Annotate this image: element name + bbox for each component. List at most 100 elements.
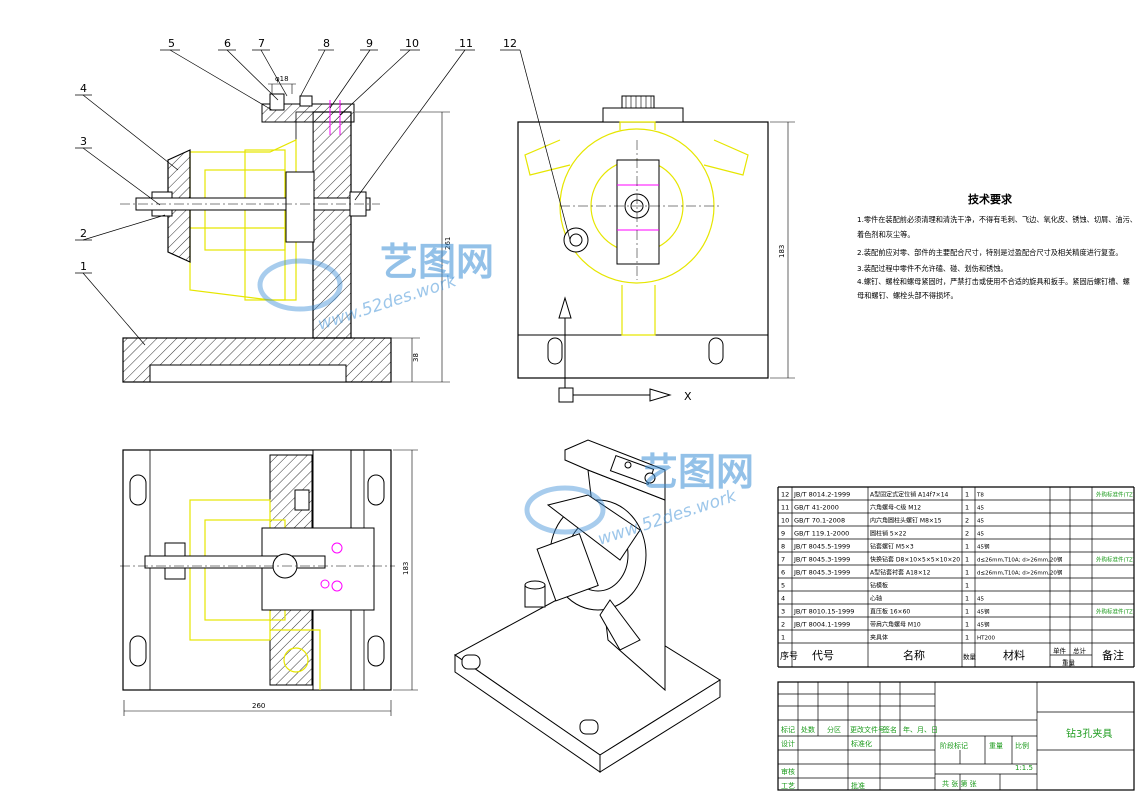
bom-qty: 1 — [965, 608, 969, 616]
bom-name: 快换钻套 D8×10×5×5×10×20 — [870, 556, 960, 564]
bom-note: 外购标准件(TZ) — [1096, 556, 1135, 564]
bom-qty: 1 — [965, 595, 969, 603]
bom-mat: T8 — [976, 493, 984, 499]
dim-front-base: 38 — [412, 353, 420, 362]
callout-9: 9 — [366, 37, 373, 50]
bom-qty: 1 — [965, 504, 969, 512]
isometric-view — [454, 439, 721, 773]
bom-qty: 1 — [965, 634, 969, 642]
bom-hdr-qty: 数量 — [963, 652, 977, 661]
tb-scale: 比例 — [1015, 741, 1029, 750]
tech-line-6: 母和螺钉、螺栓头部不得损坏。 — [857, 291, 958, 300]
bom-name: A型钻套衬套 A18×12 — [870, 569, 931, 577]
tb-scale-val: 1:1.5 — [1015, 764, 1033, 772]
bom-mat: d≤26mm,T10A; d>26mm,20钢 — [977, 569, 1063, 577]
bom-name: 带肩六角螺母 M10 — [870, 621, 921, 629]
bom-qty: 1 — [965, 491, 969, 499]
dim-top-height: 183 — [402, 562, 410, 575]
dim-side: 183 — [778, 245, 786, 258]
callout-3: 3 — [80, 135, 87, 148]
tb-weight: 重量 — [989, 742, 1003, 750]
bom-code: JB/T 8045.5-1999 — [793, 543, 850, 551]
callout-6: 6 — [224, 37, 231, 50]
tech-title: 技术要求 — [968, 192, 1013, 206]
bom-hdr-mat: 材料 — [1003, 648, 1025, 662]
callout-12: 12 — [503, 37, 517, 50]
bom-mat: 45 — [977, 532, 984, 538]
bom-hdr-total: 总计 — [1073, 646, 1087, 655]
bom-no: 6 — [781, 569, 785, 577]
dim-phi: φ18 — [275, 75, 289, 83]
bom-mat: 45 — [977, 597, 984, 603]
bom-no: 5 — [781, 582, 785, 590]
bom-name: 内六角圆柱头螺钉 M8×15 — [870, 517, 942, 525]
bom-name: 直压板 16×60 — [870, 608, 910, 616]
bom-mat: 45钢 — [977, 543, 990, 551]
bom-no: 4 — [781, 595, 785, 603]
callout-1: 1 — [80, 260, 87, 273]
tb-design: 设计 — [781, 739, 795, 748]
bom-code: JB/T 8045.3-1999 — [793, 556, 850, 564]
tb-zone: 分区 — [827, 725, 841, 734]
tech-line-1: 1.零件在装配前必须清理和清洗干净，不得有毛刺、飞边、氧化皮、锈蚀、切屑、油污、 — [857, 215, 1136, 224]
title-block: 标记 处数 分区 更改文件号 签名 年、月、日 设计 标准化 阶段标记 重量 比… — [777, 681, 1135, 791]
bom-hdr-unit: 单件 — [1053, 646, 1067, 655]
bom-code: JB/T 8014.2-1999 — [793, 491, 850, 499]
callout-10: 10 — [405, 37, 419, 50]
bom-name: 钻模板 — [870, 582, 888, 590]
tb-craft: 工艺 — [781, 782, 795, 790]
axis-x-label: X — [684, 390, 692, 403]
bom-hdr-weight: 重量 — [1062, 659, 1076, 667]
workpiece-outline — [189, 139, 297, 301]
tech-requirements: 技术要求 1.零件在装配前必须清理和清洗干净，不得有毛刺、飞边、氧化皮、锈蚀、切… — [857, 192, 1136, 300]
tech-line-2: 着色剂和灰尘等。 — [857, 230, 915, 239]
bom-mat: d≤26mm,T10A; d>26mm,20钢 — [977, 556, 1063, 564]
tech-line-5: 4.螺钉、螺栓和螺母紧固时，严禁打击或使用不合适的旋具和扳手。紧固后螺钉槽、螺 — [857, 277, 1130, 286]
dim-front-total: 261 — [444, 237, 452, 250]
tech-line-4: 3.装配过程中零件不允许磕、碰、划伤和锈蚀。 — [857, 264, 1008, 273]
bom-no: 11 — [781, 504, 789, 512]
bom-name: 圆柱销 5×22 — [870, 530, 907, 538]
tb-standard: 标准化 — [851, 739, 872, 748]
bom-qty: 1 — [965, 543, 969, 551]
callout-7: 7 — [258, 37, 265, 50]
tb-stage: 阶段标记 — [940, 741, 968, 750]
bom-qty: 1 — [965, 556, 969, 564]
bom-note: 外购标准件(TZ) — [1096, 608, 1135, 616]
tb-title: 钻3孔夹具 — [1066, 727, 1112, 740]
bom-hdr-name: 名称 — [903, 648, 925, 662]
callout-4: 4 — [80, 82, 87, 95]
bom-qty: 1 — [965, 569, 969, 577]
bom-note: 外购标准件(TZ) — [1096, 491, 1135, 499]
tb-mark: 标记 — [781, 725, 795, 734]
side-view: X 12 183 — [500, 37, 795, 403]
callout-11: 11 — [459, 37, 473, 50]
tb-change: 更改文件号 — [850, 725, 885, 734]
watermark-cn-1: 艺图网 — [380, 240, 494, 284]
bom-mat: 45钢 — [977, 621, 990, 629]
tech-line-3: 2.装配前应对零、部件的主要配合尺寸，特别是过盈配合尺寸及相关精度进行复查。 — [857, 248, 1123, 257]
bom-hdr-code: 代号 — [812, 649, 834, 662]
bom-no: 10 — [781, 517, 789, 525]
dim-top-width: 260 — [252, 702, 265, 710]
callout-8: 8 — [323, 37, 330, 50]
bom-mat: 45 — [977, 519, 984, 525]
callout-5: 5 — [168, 37, 175, 50]
front-leaders — [75, 49, 475, 346]
bom-code: JB/T 8010.15-1999 — [793, 608, 854, 616]
bom-code: GB/T 41-2000 — [794, 504, 839, 512]
bom-mat: 45钢 — [977, 608, 990, 616]
bom-mat: 45 — [977, 506, 984, 512]
bom-no: 12 — [781, 491, 789, 499]
bom-name: 六角螺母-C级 M12 — [870, 504, 921, 512]
bom-code: JB/T 8045.3-1999 — [793, 569, 850, 577]
bom-no: 9 — [781, 530, 785, 538]
bom-no: 7 — [781, 556, 785, 564]
front-section-view: 261 38 φ18 5 6 7 8 9 10 11 4 3 2 1 — [75, 37, 475, 383]
bom-hdr-note: 备注 — [1102, 648, 1124, 662]
bom-qty: 2 — [965, 517, 969, 525]
bom-qty: 1 — [965, 582, 969, 590]
bom-no: 2 — [781, 621, 785, 629]
